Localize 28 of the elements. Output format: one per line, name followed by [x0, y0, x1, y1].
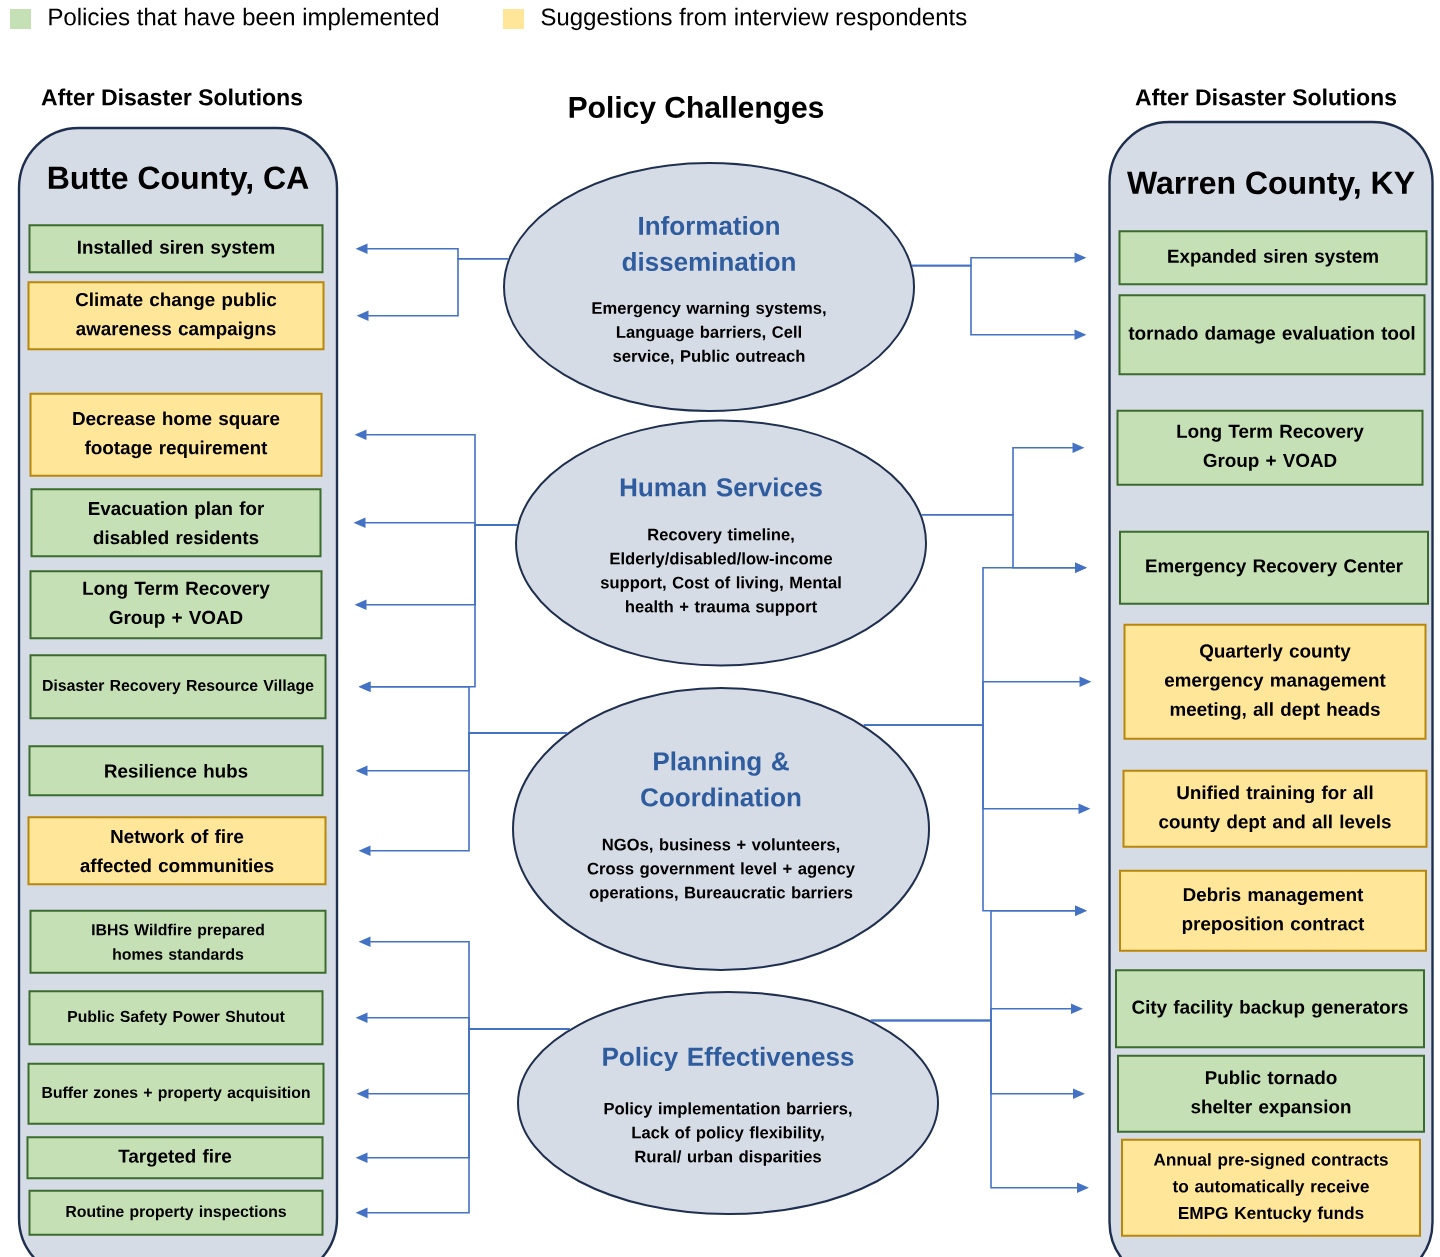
solution-box: Annual pre-signed contracts to automatically receive EMPG Kentucky funds	[1121, 1138, 1421, 1237]
solution-box: Routine property inspections	[28, 1189, 324, 1236]
solution-box: Disaster Recovery Resource Village	[29, 654, 327, 720]
solution-box: Decrease home square footage requirement	[29, 392, 323, 477]
solution-box: Expanded siren system	[1118, 230, 1428, 286]
solution-box: Targeted fire	[26, 1136, 324, 1180]
solution-box: Buffer zones + property acquisition	[27, 1062, 325, 1125]
solution-box: Installed siren system	[28, 224, 324, 274]
solution-box: Network of fire affected communities	[27, 816, 327, 886]
heading: After Disaster Solutions	[41, 88, 303, 106]
solution-box: Public tornado shelter expansion	[1117, 1054, 1425, 1133]
solution-box: Emergency Recovery Center	[1119, 530, 1429, 605]
solution-box: City facility backup generators	[1115, 969, 1425, 1049]
legend-label: Policies that have been implemented	[49, 7, 438, 31]
legend-label: Suggestions from interview respondents	[541, 7, 967, 31]
solution-box: IBHS Wildfire prepared homes standards	[29, 909, 327, 974]
solution-box: tornado damage evaluation tool	[1118, 294, 1426, 376]
solution-box: Debris management preposition contract	[1119, 869, 1427, 952]
solution-box: Long Term Recovery Group + VOAD	[1116, 409, 1424, 486]
solution-box: Quarterly county emergency management meeting, all dept heads	[1123, 623, 1427, 740]
solution-box: Long Term Recovery Group + VOAD	[29, 570, 323, 640]
heading: Policy Challenges	[569, 95, 824, 125]
solution-box: Climate change public awareness campaigns	[27, 281, 325, 351]
solution-box: Unified training for all county dept and all levels	[1122, 769, 1428, 848]
solution-box: Evacuation plan for disabled residents	[30, 488, 322, 558]
heading: After Disaster Solutions	[1135, 88, 1397, 106]
solution-box: Public Safety Power Shutout	[28, 990, 324, 1046]
solution-box: Resilience hubs	[28, 745, 324, 797]
